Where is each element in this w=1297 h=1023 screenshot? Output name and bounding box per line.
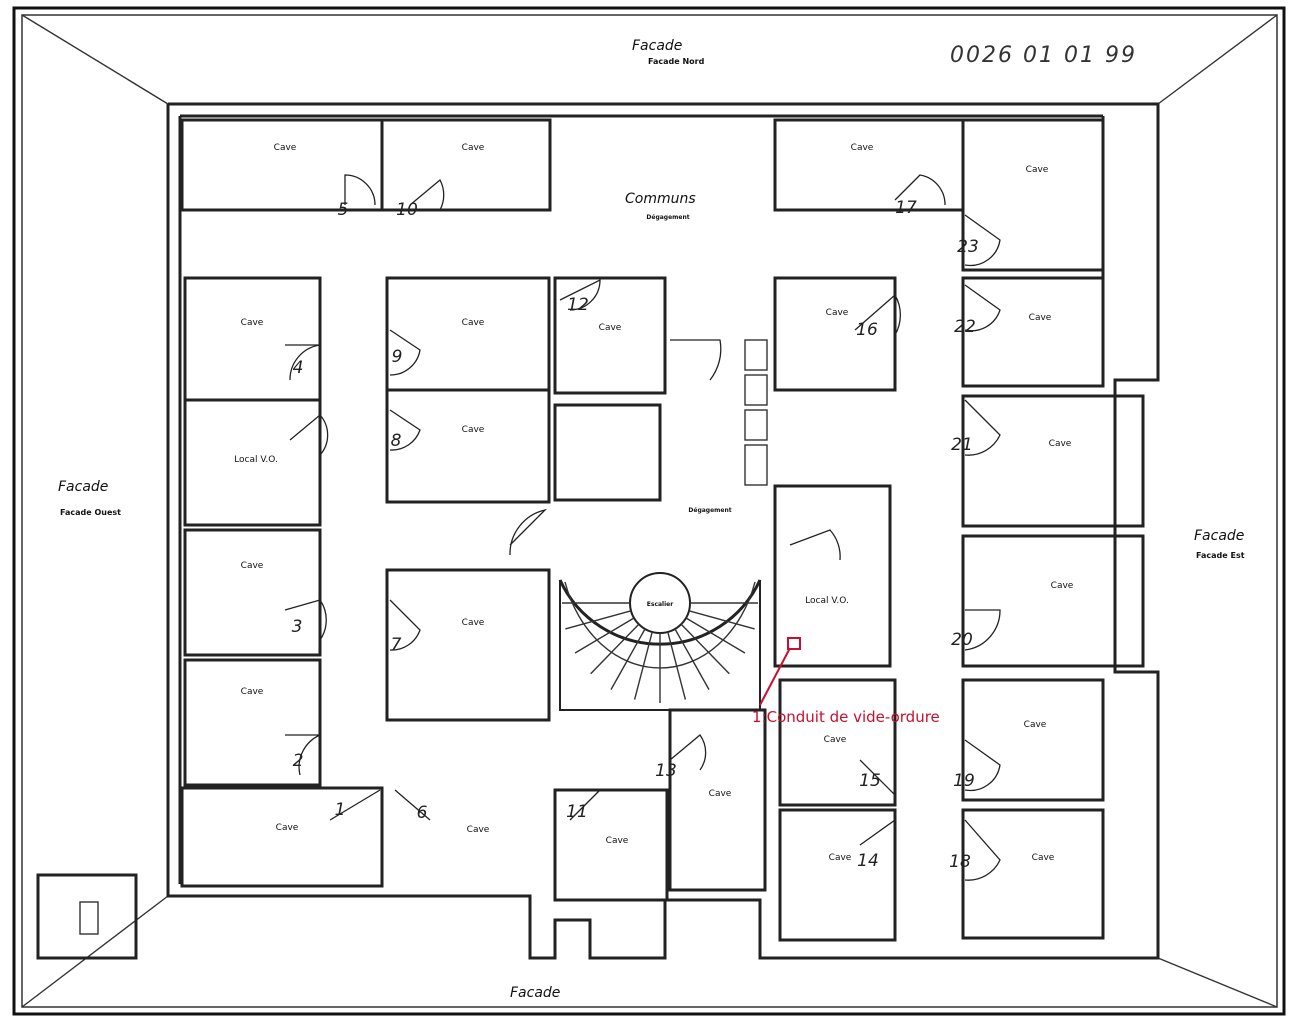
room-label: Cave xyxy=(826,308,849,318)
room-label: Cave xyxy=(1029,313,1052,323)
room-number: 6 xyxy=(417,803,428,823)
stair-step xyxy=(610,628,646,690)
room-number: 11 xyxy=(566,802,588,822)
room-number: 23 xyxy=(957,237,979,257)
room-number: 13 xyxy=(655,761,677,781)
room-label: Cave xyxy=(462,618,485,628)
commons-sub: Dégagement xyxy=(646,214,689,221)
facade-north-title: Facade xyxy=(632,38,682,54)
stair-step xyxy=(688,610,755,630)
room-label: Local V.O. xyxy=(234,455,278,465)
stair-step xyxy=(565,610,632,630)
room-label: Cave xyxy=(1049,439,1072,449)
room-number: 16 xyxy=(856,320,878,340)
room-number: 12 xyxy=(567,295,589,315)
room-number: 21 xyxy=(951,435,973,455)
degagement-title: Dégagement xyxy=(688,507,731,514)
room-number: 10 xyxy=(396,200,418,220)
room-number: 19 xyxy=(953,771,975,791)
stair-step xyxy=(667,631,687,700)
room-number: 15 xyxy=(859,771,881,791)
facade-east-sub: Facade Est xyxy=(1196,551,1245,560)
gaines xyxy=(79,339,768,935)
facade-south-title: Facade xyxy=(510,985,560,1001)
room-label: Cave xyxy=(1032,853,1055,863)
room-label: Cave xyxy=(276,823,299,833)
room-number: 2 xyxy=(293,751,304,771)
room-number: 9 xyxy=(392,347,403,367)
facade-north-sub: Facade Nord xyxy=(648,57,705,66)
room-label: Cave xyxy=(1026,165,1049,175)
commons-title: Communs xyxy=(625,191,696,207)
room-label: Cave xyxy=(1024,720,1047,730)
room-number: 3 xyxy=(292,617,303,637)
room-label: Cave xyxy=(462,425,485,435)
stair-step xyxy=(590,623,640,675)
room-label: Cave xyxy=(241,561,264,571)
room-label: Cave xyxy=(274,143,297,153)
room-number: 4 xyxy=(293,358,304,378)
room-label: Cave xyxy=(462,143,485,153)
stair-step xyxy=(574,617,635,654)
doors xyxy=(284,174,1001,881)
room-number: 22 xyxy=(954,317,976,337)
room-number: 17 xyxy=(895,198,917,218)
room-number: 20 xyxy=(951,630,973,650)
room-label: Cave xyxy=(241,687,264,697)
drawing-inner-frame xyxy=(21,14,1278,1008)
room-label: Cave xyxy=(1051,581,1074,591)
facade-west-sub: Facade Ouest xyxy=(60,508,121,517)
room-number: 14 xyxy=(857,851,879,871)
room-walls xyxy=(36,118,1145,960)
stair-step xyxy=(680,623,730,675)
room-label: Cave xyxy=(829,853,852,863)
room-label: Cave xyxy=(824,735,847,745)
room-label: Cave xyxy=(606,836,629,846)
facade-west-title: Facade xyxy=(58,479,108,495)
stair-step xyxy=(674,628,710,690)
escalier-title: Escalier xyxy=(647,601,673,608)
vide-ordure-marker xyxy=(759,637,801,706)
stair-step xyxy=(633,631,653,700)
room-number: 5 xyxy=(338,200,349,220)
drawing-frame xyxy=(12,6,1286,1016)
room-label: Cave xyxy=(462,318,485,328)
annotation-label: 1:Conduit de vide-ordure xyxy=(752,708,940,726)
drawing-reference: 0026 01 01 99 xyxy=(950,43,1137,68)
spiral-staircase xyxy=(558,572,762,711)
room-label: Cave xyxy=(851,143,874,153)
room-label: Cave xyxy=(241,318,264,328)
perspective-lines xyxy=(21,14,1278,1008)
stair-step xyxy=(685,617,746,654)
room-label: Cave xyxy=(599,323,622,333)
room-number: 7 xyxy=(391,635,402,655)
room-label: Cave xyxy=(467,825,490,835)
room-label: Cave xyxy=(709,789,732,799)
room-number: 1 xyxy=(335,800,346,820)
room-label: Local V.O. xyxy=(805,596,849,606)
room-number: 18 xyxy=(949,852,971,872)
facade-east-title: Facade xyxy=(1194,528,1244,544)
room-number: 8 xyxy=(391,431,402,451)
